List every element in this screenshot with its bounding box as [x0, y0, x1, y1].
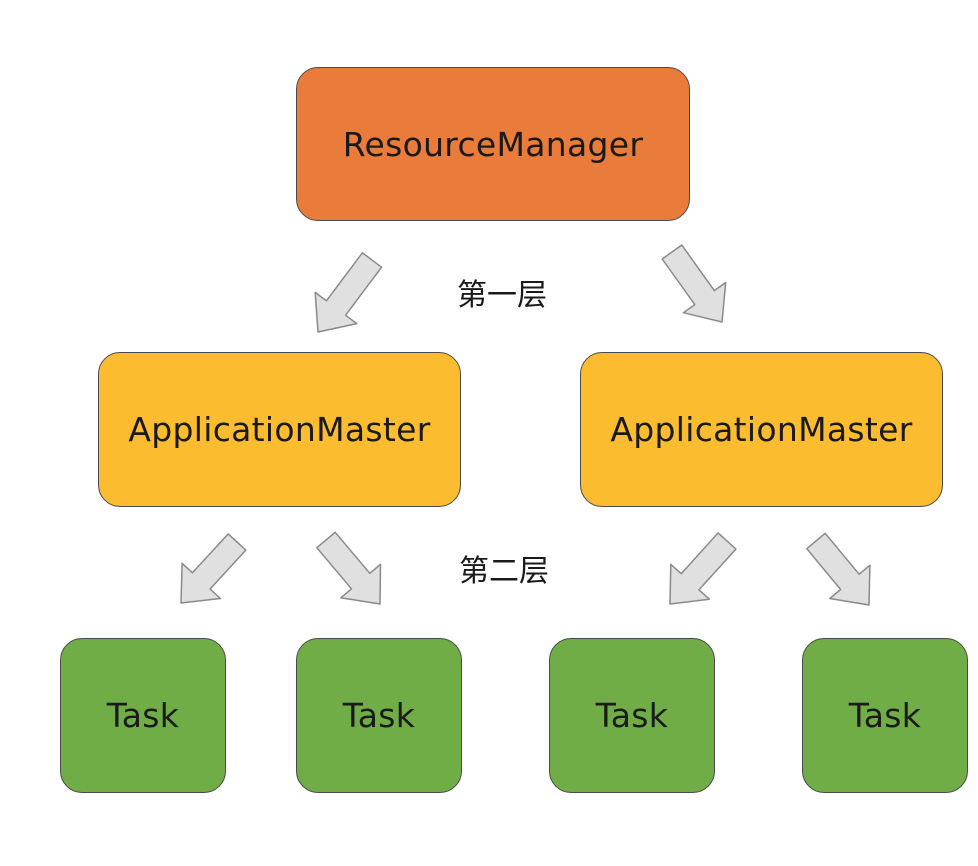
arrow-shape: [314, 252, 383, 333]
task-label-3: Task: [595, 696, 669, 735]
arrow-am2-to-task4: [806, 532, 871, 606]
arrow-shape: [316, 531, 382, 605]
arrow-rm-to-am1: [314, 252, 383, 333]
task-label-1: Task: [106, 696, 180, 735]
task-node-2: Task: [296, 638, 462, 793]
arrow-shape: [806, 532, 871, 606]
task-node-3: Task: [549, 638, 715, 793]
task-label-4: Task: [848, 696, 922, 735]
resource-manager-label: ResourceManager: [342, 124, 644, 164]
arrow-rm-to-am2: [661, 244, 727, 323]
layer-two-label: 第二层: [459, 554, 549, 589]
task-label-2: Task: [342, 696, 416, 735]
task-node-4: Task: [802, 638, 968, 793]
arrow-shape: [661, 244, 727, 323]
arrow-shape: [180, 533, 247, 604]
application-master-node-1: ApplicationMaster: [98, 352, 461, 507]
arrow-shape: [669, 532, 737, 605]
application-master-label-1: ApplicationMaster: [128, 410, 431, 449]
task-node-1: Task: [60, 638, 226, 793]
application-master-label-2: ApplicationMaster: [610, 410, 913, 449]
arrow-am2-to-task3: [669, 532, 737, 605]
resource-manager-node: ResourceManager: [296, 67, 690, 221]
layer-one-label: 第一层: [457, 278, 547, 313]
arrow-am1-to-task2: [316, 531, 382, 605]
arrow-am1-to-task1: [180, 533, 247, 604]
application-master-node-2: ApplicationMaster: [580, 352, 943, 507]
